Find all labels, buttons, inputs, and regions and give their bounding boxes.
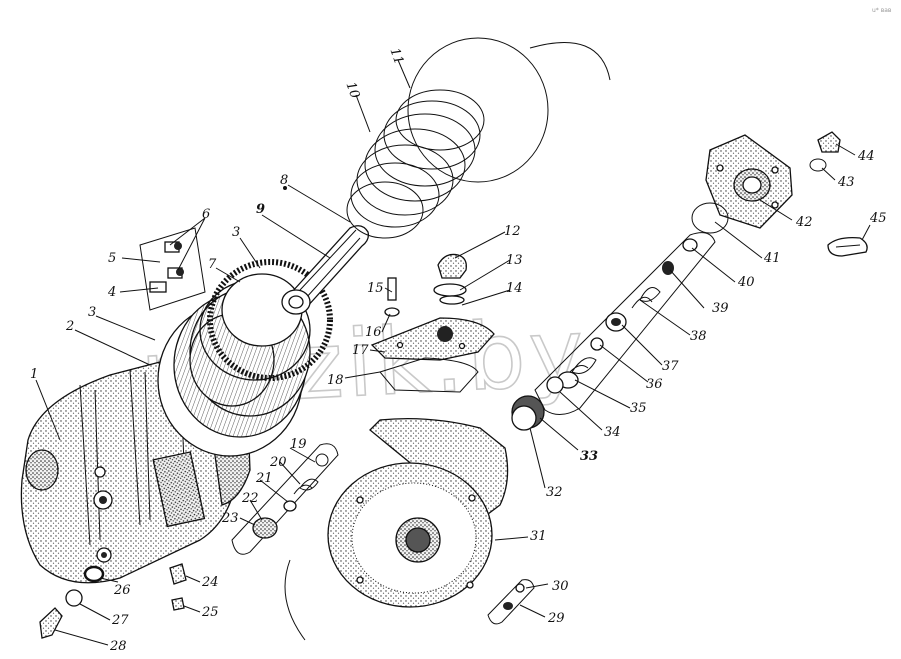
callout-6: 6	[202, 207, 210, 222]
part-10-spring	[346, 89, 485, 239]
callout-14: 14	[506, 281, 523, 296]
callout-25: 25	[201, 605, 219, 620]
callout-22: 22	[241, 491, 259, 506]
callout-42: 42	[795, 215, 813, 230]
leader-lines	[35, 59, 871, 646]
callout-labels: 1 2 3 3 4 5 6 7 8 9 10 11 12 13 14 15 16…	[30, 46, 887, 654]
callout-32: 32	[546, 485, 563, 500]
callout-12: 12	[504, 224, 521, 239]
callout-9: 9	[256, 202, 265, 217]
callout-37: 37	[662, 359, 679, 374]
part-7-finned-ring	[207, 259, 333, 381]
callout-41: 41	[763, 251, 781, 266]
part-24-30-fasteners	[39, 563, 535, 639]
callout-13: 13	[506, 253, 523, 268]
callout-26: 26	[113, 583, 131, 598]
callout-2: 2	[65, 319, 74, 334]
callout-15: 15	[367, 281, 384, 296]
corner-note: u* вав	[872, 7, 892, 14]
callout-11: 11	[386, 46, 406, 67]
callout-24: 24	[201, 575, 219, 590]
callout-38: 38	[690, 329, 707, 344]
callout-18: 18	[327, 373, 344, 388]
part-4-5-6-bolts	[139, 227, 206, 311]
callout-4: 4	[107, 285, 116, 300]
callout-21: 21	[255, 471, 273, 486]
callout-16: 16	[365, 325, 382, 340]
callout-7: 7	[208, 257, 217, 272]
callout-43: 43	[837, 175, 855, 190]
part-12-18-valve-plate	[370, 253, 495, 393]
callout-10: 10	[342, 80, 362, 101]
callout-23: 23	[221, 511, 239, 526]
callout-20: 20	[269, 455, 287, 470]
callout-27: 27	[111, 613, 129, 628]
callout-19: 19	[290, 437, 307, 452]
callout-34: 34	[604, 425, 621, 440]
part-11-ring	[407, 37, 611, 183]
callout-3a: 3	[88, 305, 96, 320]
callout-45: 45	[869, 211, 887, 226]
callout-1: 1	[30, 367, 38, 382]
part-33-40-valve-cartridge	[511, 232, 716, 431]
callout-40: 40	[737, 275, 755, 290]
callout-36: 36	[646, 377, 663, 392]
callout-5: 5	[108, 251, 116, 266]
callout-29: 29	[547, 611, 565, 626]
part-9-shaft	[281, 186, 370, 315]
callout-33: 33	[580, 449, 598, 464]
callout-17: 17	[352, 343, 369, 358]
part-31-pump-cover	[284, 417, 509, 641]
callout-35: 35	[630, 401, 647, 416]
callout-3b: 3	[232, 225, 240, 240]
callout-44: 44	[857, 149, 875, 164]
callout-28: 28	[109, 639, 127, 654]
callout-8: 8	[280, 173, 288, 188]
callout-30: 30	[552, 579, 569, 594]
callout-31: 31	[530, 529, 547, 544]
callout-39: 39	[712, 301, 729, 316]
part-19-23-relief-valve	[231, 443, 339, 555]
part-41-45-flange	[691, 131, 868, 257]
